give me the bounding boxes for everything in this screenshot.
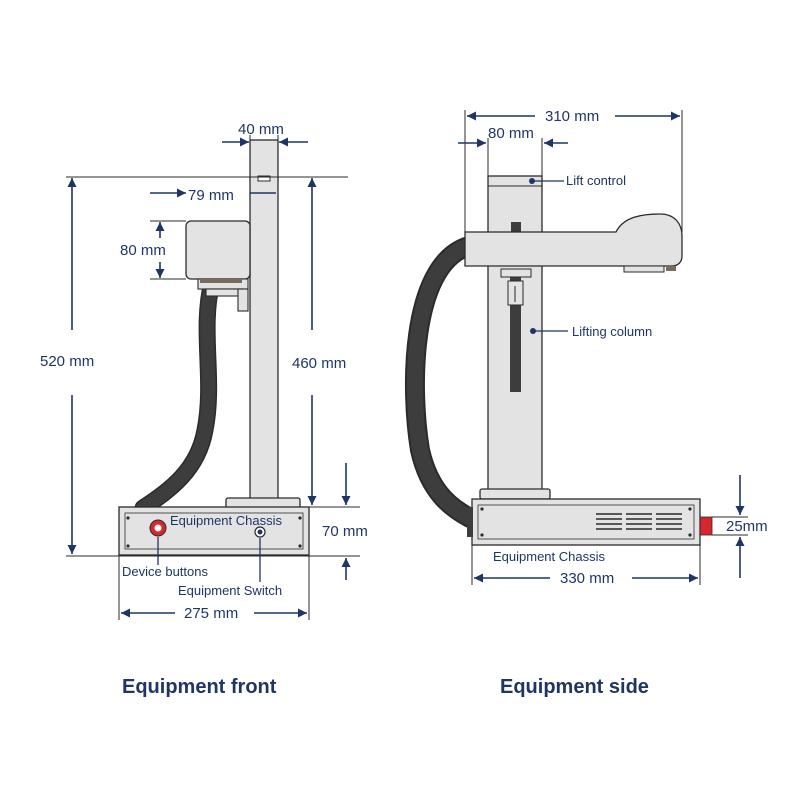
lifting-column-label: Lifting column	[572, 324, 652, 339]
front-chassis-label: Equipment Chassis	[170, 513, 282, 528]
side-red-foot	[699, 516, 713, 536]
front-head-depth-label: 79 mm	[188, 187, 234, 204]
side-view: 310 mm 80 mm 25mm 330 mm Lift control Li…	[404, 108, 768, 698]
front-total-height-label: 520 mm	[40, 353, 94, 370]
side-chassis-label: Equipment Chassis	[493, 549, 605, 564]
side-chassis-width-label: 330 mm	[560, 570, 614, 587]
front-chassis-width-label: 275 mm	[184, 605, 238, 622]
front-head-height-label: 80 mm	[120, 242, 166, 259]
front-laser-head	[185, 220, 251, 280]
side-arm-width-label: 310 mm	[545, 108, 599, 125]
side-column-width-label: 80 mm	[488, 125, 534, 142]
side-vents	[596, 513, 682, 530]
equipment-switch-label: Equipment Switch	[178, 583, 282, 598]
front-column-height-label: 460 mm	[292, 355, 346, 372]
lift-control-label: Lift control	[566, 173, 626, 188]
front-view: 40 mm 79 mm 80 mm 520 mm 460 mm 70 mm 27…	[40, 121, 368, 698]
side-chassis	[471, 498, 701, 546]
front-column	[249, 139, 279, 501]
side-arm	[464, 213, 683, 267]
side-foot-height-label: 25mm	[726, 518, 768, 535]
side-caption: Equipment side	[500, 676, 649, 698]
device-buttons-label: Device buttons	[122, 564, 208, 579]
lifting-slot	[510, 276, 521, 392]
front-chassis-height-label: 70 mm	[322, 523, 368, 540]
side-column-foot	[479, 488, 551, 500]
front-caption: Equipment front	[122, 676, 277, 698]
front-column-width-label: 40 mm	[238, 121, 284, 138]
